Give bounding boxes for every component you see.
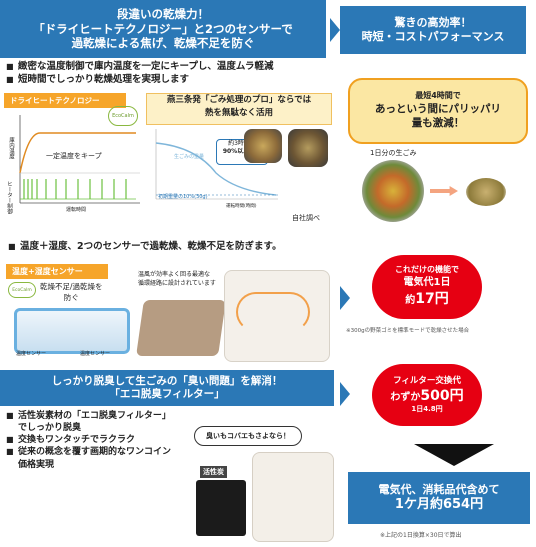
filter-cost-circle: フィルター交換代 わずか500円 1日4.8円: [372, 364, 482, 426]
electricity-prefix: 約: [405, 294, 416, 306]
chart-keep-label: 一定温度をキープ: [46, 152, 102, 160]
section1-header-line2: 「ドライヒートテクノロジー」と2つのセンサーで: [33, 21, 293, 36]
section1-header: 段違いの乾燥力！ 「ドライヒートテクノロジー」と2つのセンサーで 過乾燥による焦…: [0, 0, 326, 58]
section3-header: しっかり脱臭して生ごみの「臭い問題」を解消！ 「エコ脱臭フィルター」: [0, 370, 334, 406]
bullet-item: 交換もワンタッチでラクラク: [6, 434, 174, 446]
inner-basket-image: [136, 300, 226, 356]
section2-bullets: 温度＋湿度、2つのセンサーで過乾燥、乾燥不足を防ぎます。: [8, 241, 338, 254]
chevron-right-icon: [330, 18, 340, 42]
temperature-graph: [19, 115, 140, 204]
dried-garbage-photo: [466, 178, 506, 206]
filter-image-area: 臭いもコバエもさよなら！ 活性炭: [180, 418, 334, 544]
company-note: 自社調べ: [292, 214, 320, 222]
bullet-item: 活性炭素材の「エコ脱臭フィルター」でしっかり脱臭: [6, 410, 174, 434]
efficiency-banner: 驚きの高効率！ 時短・コストパフォーマンス: [340, 6, 526, 54]
section1-header-line1: 段違いの乾燥力！: [117, 7, 209, 22]
electricity-value: 17円: [415, 290, 449, 307]
summary-line1: 電気代、消耗品代含めて: [378, 483, 500, 496]
speed-line2: あっという間にパリッパリ: [375, 103, 501, 116]
ecocalm-logo: EcoCalm: [8, 282, 36, 298]
speed-line1: 最短4時間で: [415, 91, 461, 101]
weight-graph: [155, 129, 278, 200]
chart-xlabel: 運転時間: [66, 207, 87, 213]
after-food-photo: [288, 129, 328, 167]
section1-header-line3: 過乾燥による焦げ、乾燥不足を防ぐ: [71, 36, 255, 51]
airflow-diagram: 温風が効率よく回る最適な 循環経路に設計されています: [136, 264, 332, 364]
down-arrow-icon: [414, 444, 494, 466]
tsubame-line1: 燕三条発「ごみ処理のプロ」ならでは: [166, 95, 312, 105]
tech-label: ドライヒートテクノロジー: [4, 93, 126, 108]
section1-bullets: 緻密な温度制御で庫内温度を一定にキープし、温度ムラ軽減 短時間でしっかり乾燥処理…: [6, 61, 326, 87]
tsubame-banner: 燕三条発「ごみ処理のプロ」ならでは 熱を無駄なく活用: [146, 93, 332, 125]
graph-small-label: 生ごみの重量: [174, 154, 205, 160]
temp-sensor-label: 温度センサー: [16, 351, 47, 357]
filter-value: 500円: [420, 387, 464, 404]
section3-bullets: 活性炭素材の「エコ脱臭フィルター」でしっかり脱臭 交換もワンタッチでラクラク 従…: [6, 410, 174, 471]
electricity-line2: 電気代1日: [403, 277, 451, 289]
smell-bubble-text: 臭いもコバエもさよなら！: [206, 432, 290, 440]
sensor-bar: 温度+湿度センサー: [6, 264, 108, 279]
garbage-bowl-photo: [362, 160, 424, 222]
filter-line1: フィルター交換代: [393, 375, 461, 386]
airflow-arrows: [236, 292, 310, 332]
summary-line2: 1ケ月約654円: [394, 496, 484, 512]
summary-footnote: ※上記の1日換算×30日で算出: [380, 532, 462, 539]
dry-heat-chart-card: ドライヒートテクノロジー EcoCalm 庫内温度 一定温度をキープ ヒーター制…: [4, 93, 144, 223]
tsubame-graph-card: 燕三条発「ごみ処理のプロ」ならでは 熱を無駄なく活用 生ごみの重量 約3時間で …: [146, 93, 332, 225]
sensor-basin-image: [14, 308, 130, 354]
chevron-right-icon: [340, 382, 350, 406]
bullet-item: 短時間でしっかり乾燥処理を実現します: [6, 74, 326, 87]
electricity-cost-circle: これだけの機能で 電気代1日 約17円: [372, 255, 482, 319]
efficiency-line1: 驚きの高効率！: [394, 15, 472, 29]
tsubame-line2: 熱を無駄なく活用: [204, 107, 273, 118]
section3-header-line1: しっかり脱臭して生ごみの「臭い問題」を解消！: [51, 374, 283, 387]
graph-callout-line1: 約3時間で: [228, 140, 256, 147]
sensor-text-line2: 防ぐ: [63, 292, 79, 302]
chevron-right-icon: [340, 286, 350, 310]
efficiency-line2: 時短・コストパフォーマンス: [361, 30, 505, 43]
garbage-label: 1日分の生ごみ: [370, 149, 417, 157]
filter-prefix: わずか: [390, 391, 421, 403]
electricity-line1: これだけの機能で: [395, 265, 459, 275]
temp-sensor-label: 温度センサー: [80, 351, 111, 357]
carbon-filter-image: [196, 480, 246, 536]
before-food-photo: [244, 129, 282, 163]
electricity-line3: 約17円: [405, 290, 448, 309]
bullet-item: 従来の概念を覆す画期的なワンコイン価格実現: [6, 446, 174, 470]
filter-line2: わずか500円: [390, 387, 463, 405]
bullet-item: 緻密な温度制御で庫内温度を一定にキープし、温度ムラ軽減: [6, 61, 326, 74]
airflow-line2: 循環経路に設計されています: [138, 280, 216, 287]
sensor-diagram: 温度+湿度センサー EcoCalm 乾燥不足/過乾燥を 防ぐ 温度センサー 温度…: [6, 264, 132, 364]
ecocalm-logo: EcoCalm: [108, 106, 138, 126]
speed-callout-box: 最短4時間で あっという間にパリッパリ 量も激減！: [348, 78, 528, 144]
graph-xlabel: 運転時間(時間): [226, 204, 257, 209]
sensor-text-line1: 乾燥不足/過乾燥を: [40, 282, 103, 291]
machine-open-image: [252, 452, 334, 542]
sensor-text: 乾燥不足/過乾燥を 防ぐ: [40, 282, 103, 303]
speed-line3: 量も激減！: [411, 117, 465, 130]
filter-line3: 1日4.8円: [411, 405, 443, 414]
arrow-right-icon: [430, 186, 458, 196]
smell-bubble: 臭いもコバエもさよなら！: [194, 426, 302, 446]
carbon-label: 活性炭: [200, 466, 227, 478]
graph-callout-line2: 90%以上軽減: [222, 148, 262, 156]
airflow-line1: 温風が効率よく回る最適な: [138, 271, 211, 278]
chart-heater-label: ヒーター制御: [6, 181, 12, 214]
section3-header-line2: 「エコ脱臭フィルター」: [109, 388, 225, 400]
chart-ylabel: 庫内温度: [8, 137, 14, 159]
bullet-item: 温度＋湿度、2つのセンサーで過乾燥、乾燥不足を防ぎます。: [8, 241, 338, 254]
airflow-text: 温風が効率よく回る最適な 循環経路に設計されています: [138, 270, 216, 288]
monthly-summary-box: 電気代、消耗品代含めて 1ケ月約654円: [348, 472, 530, 524]
graph-bottom-label: 初期重量の10%(30g): [158, 194, 208, 200]
electricity-footnote: ※300gの野菜ゴミを標準モードで乾燥させた場合: [346, 328, 470, 334]
